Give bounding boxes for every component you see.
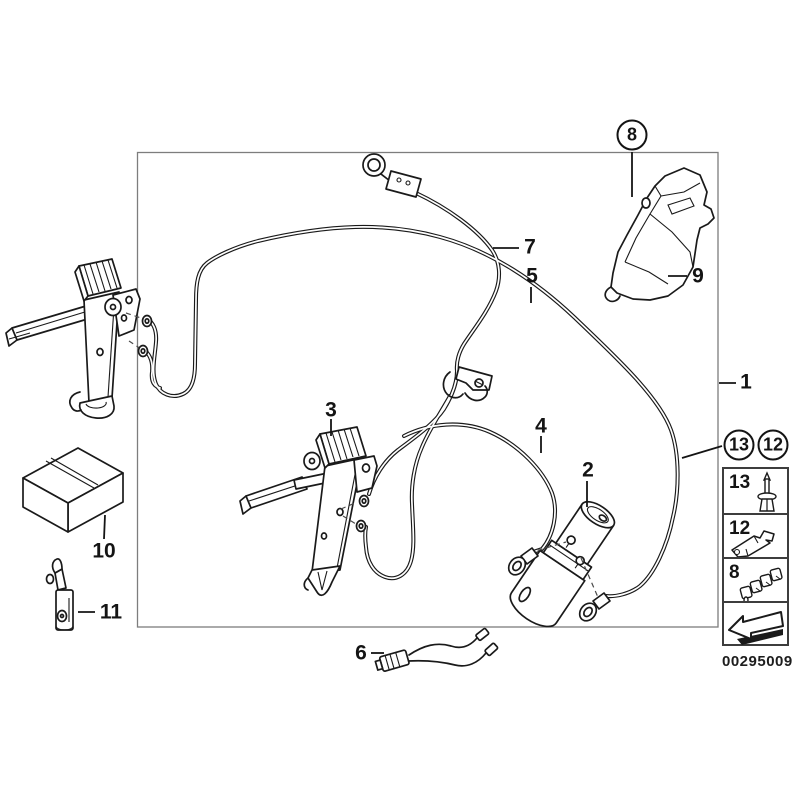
callout-7[interactable]: 7 bbox=[524, 235, 536, 259]
line-clip bbox=[442, 366, 493, 402]
clamp-set-icon bbox=[739, 567, 783, 603]
legend-label-8: 8 bbox=[729, 562, 740, 583]
callout-4[interactable]: 4 bbox=[535, 414, 547, 438]
legend-box-12: 12 bbox=[722, 513, 789, 559]
banjo-fitting bbox=[362, 153, 422, 198]
expanding-rivet-icon bbox=[757, 471, 777, 512]
hydraulic-pump-2 bbox=[507, 500, 616, 628]
legend-label-12: 12 bbox=[729, 518, 751, 539]
hose-fittings-left bbox=[137, 314, 153, 358]
alignment-dashes-cylinder3 bbox=[340, 501, 358, 525]
legend-box-13: 13 bbox=[722, 467, 789, 515]
harness-connector bbox=[374, 649, 410, 672]
direction-arrow-icon bbox=[728, 611, 784, 645]
hose4-end-fitting bbox=[507, 547, 539, 576]
callout-5[interactable]: 5 bbox=[526, 264, 538, 288]
arc-end-fitting bbox=[578, 592, 611, 622]
callout-10[interactable]: 10 bbox=[92, 539, 116, 563]
callout-6[interactable]: 6 bbox=[355, 641, 367, 665]
callout-1[interactable]: 1 bbox=[740, 370, 752, 394]
hydraulic-lines bbox=[141, 191, 680, 599]
hydraulic-cylinder-left bbox=[5, 258, 145, 419]
supply-box-10 bbox=[22, 447, 124, 533]
parts-legend: 13 12 8 bbox=[722, 467, 789, 646]
legend-label-13: 13 bbox=[729, 472, 751, 493]
alignment-dashes-pump bbox=[528, 541, 601, 603]
wiring-harness-6 bbox=[374, 627, 499, 672]
legend-box-arrow bbox=[722, 601, 789, 646]
callout-2[interactable]: 2 bbox=[582, 458, 594, 482]
diagram-frame bbox=[136, 151, 719, 628]
cable-clip-icon bbox=[731, 530, 775, 558]
drawing-number: 00295009 bbox=[722, 653, 793, 670]
cylinder-cover-9 bbox=[604, 167, 715, 303]
callout-circle-13[interactable]: 13 bbox=[723, 429, 755, 461]
callout-3[interactable]: 3 bbox=[325, 398, 337, 422]
legend-box-8: 8 bbox=[722, 557, 789, 603]
hydraulic-cylinder-3 bbox=[239, 426, 378, 597]
leader-13-12 bbox=[681, 445, 723, 459]
leader-10 bbox=[103, 514, 106, 540]
callout-9[interactable]: 9 bbox=[692, 264, 704, 288]
callout-circle-8[interactable]: 8 bbox=[616, 119, 648, 151]
callout-circle-12[interactable]: 12 bbox=[757, 429, 789, 461]
callout-11[interactable]: 11 bbox=[99, 600, 123, 624]
leader-lines bbox=[78, 152, 736, 654]
oil-bottle-11 bbox=[45, 558, 74, 631]
